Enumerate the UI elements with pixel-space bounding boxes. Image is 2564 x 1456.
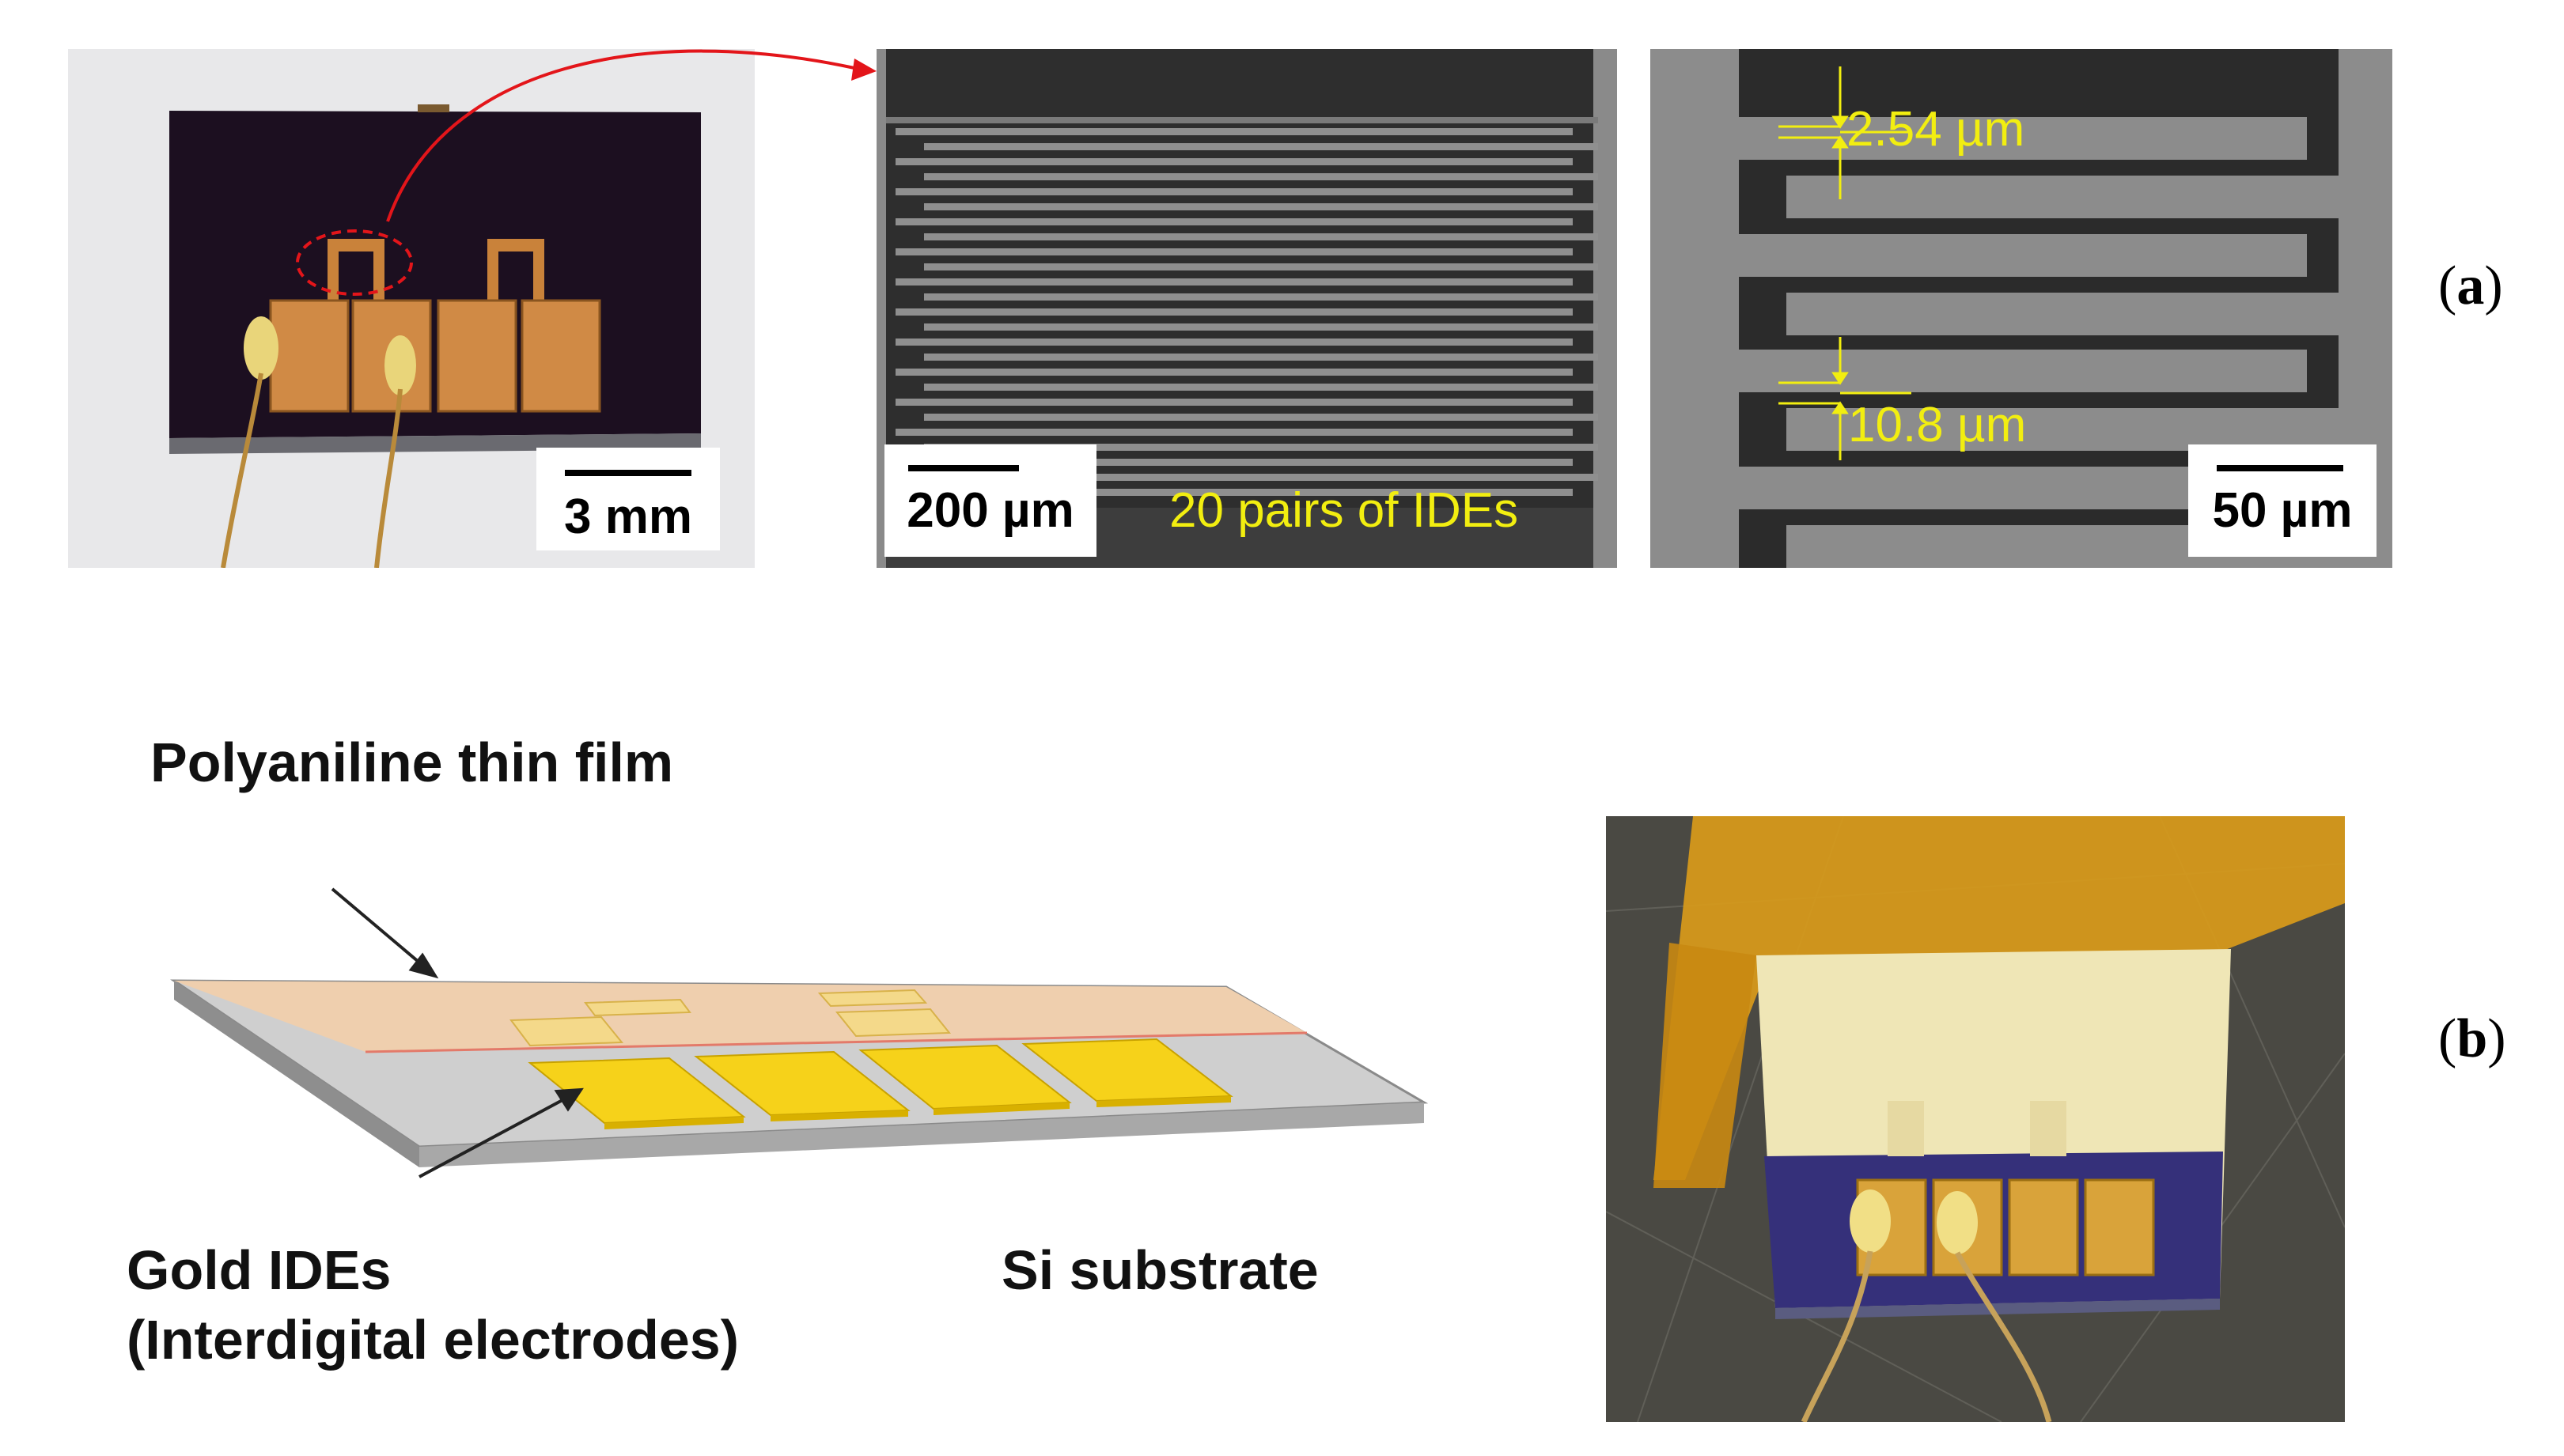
chip-photo-illustration [68, 49, 755, 568]
film-edge [365, 1031, 1308, 1053]
photo-scale-label: 3 mm [564, 490, 692, 544]
coated-sensor-photo [1606, 816, 2345, 1422]
zoom-scale-label: 50 µm [2212, 483, 2353, 538]
overview-scale-bar [908, 465, 1019, 471]
ide-pairs-caption: 20 pairs of IDEs [1169, 483, 1519, 538]
sem-overview: 200 µm 20 pairs of IDEs [877, 49, 1617, 568]
electrode-leader-line [418, 1093, 574, 1178]
film-leader-arrowhead-icon [408, 952, 439, 979]
zoom-scale-box: 50 µm [2188, 444, 2377, 557]
panel-label-a: (a) [2438, 255, 2503, 316]
electrode-label-line2: (Interdigital electrodes) [127, 1309, 740, 1371]
sem-zoom: 2.54 µm 10.8 µm 50 µm [1650, 49, 2392, 568]
chip-photo: 3 mm [68, 49, 755, 568]
arrow-head-icon [851, 59, 877, 81]
film-label: Polyaniline thin film [150, 732, 674, 793]
gold-pads-edge [604, 1096, 1231, 1129]
film-leader-line [331, 887, 426, 968]
photo-scale-bar [565, 470, 691, 476]
overview-scale-label: 200 µm [907, 483, 1074, 538]
photo-scale-box: 3 mm [536, 448, 720, 550]
polyaniline-film [174, 981, 1307, 1052]
substrate-side-front [419, 1102, 1424, 1167]
overview-scale-box: 200 µm [884, 444, 1096, 557]
panel-label-b: (b) [2438, 1008, 2506, 1069]
substrate-side-left [174, 981, 419, 1167]
finger-gap-label: 10.8 µm [1848, 398, 2027, 452]
ide-bridges [509, 989, 952, 1047]
finger-width-label: 2.54 µm [1846, 102, 2025, 157]
panel-label-b-letter: b [2456, 1008, 2488, 1069]
electrode-label-line1: Gold IDEs [127, 1239, 392, 1301]
substrate-label: Si substrate [1002, 1239, 1319, 1301]
electrode-leader-arrowhead-icon [554, 1087, 584, 1112]
zoom-scale-bar [2217, 465, 2343, 471]
panel-label-a-letter: a [2456, 255, 2485, 316]
sensor-schematic [170, 887, 1429, 1178]
coated-sensor-illustration [1606, 816, 2345, 1422]
zoom-arrow [386, 49, 877, 222]
